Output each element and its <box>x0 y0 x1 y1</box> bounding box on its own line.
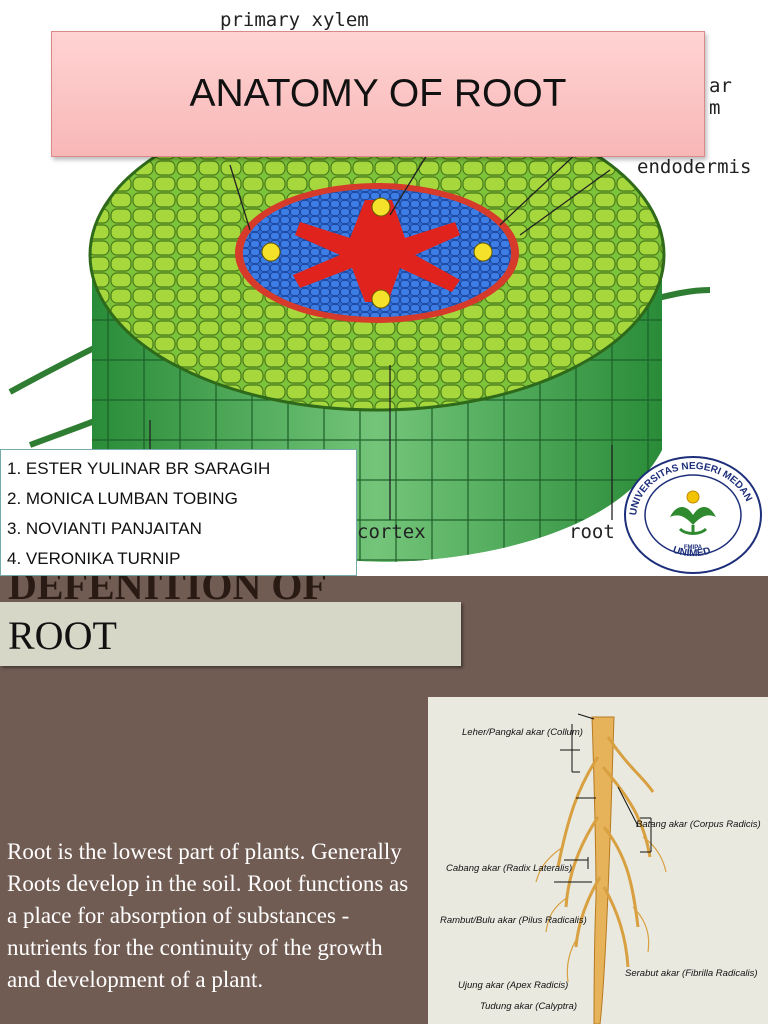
logo-inner-text: FMIPA <box>684 545 703 551</box>
definition-heading: ROOT <box>8 613 117 658</box>
title-box: ANATOMY OF ROOT <box>51 31 705 157</box>
root-label-fibrilla: Serabut akar (Fibrilla Radicalis) <box>625 968 758 979</box>
root-label-collum: Leher/Pangkal akar (Collum) <box>462 727 583 738</box>
author-item: 3. NOVIANTI PANJAITAN <box>7 519 202 538</box>
root-structure-image: Leher/Pangkal akar (Collum) Batang akar … <box>428 697 768 1024</box>
label-root: root <box>569 521 615 543</box>
author-item: 1. ESTER YULINAR BR SARAGIH <box>7 459 271 478</box>
label-endodermis: endodermis <box>637 156 752 178</box>
author-item: 2. MONICA LUMBAN TOBING <box>7 489 238 508</box>
root-label-calyptra: Tudung akar (Calyptra) <box>480 1001 577 1012</box>
root-cross-section-diagram <box>8 98 711 562</box>
root-label-apex: Ujung akar (Apex Radicis) <box>458 980 569 991</box>
root-label-corpus: Batang akar (Corpus Radicis) <box>636 819 761 830</box>
author-item: 4. VERONIKA TURNIP <box>7 549 181 568</box>
definition-paragraph: Root is the lowest part of plants. Gener… <box>7 839 409 992</box>
logo-bottom-text: UNIMED <box>671 545 712 560</box>
label-partial-right-1: ar <box>709 75 732 97</box>
label-cortex: cortex <box>357 521 426 543</box>
root-label-pilus: Rambut/Bulu akar (Pilus Radicalis) <box>440 915 587 926</box>
slide-definition-of-root: DEFENITION OF ROOT Root is the lowest pa… <box>0 576 768 1024</box>
svg-text:UNIMED: UNIMED <box>671 545 712 560</box>
label-primary-xylem: primary xylem <box>220 9 369 31</box>
root-drawing <box>535 713 667 1024</box>
author-list: 1. ESTER YULINAR BR SARAGIH 2. MONICA LU… <box>0 449 357 576</box>
definition-heading-box: ROOT <box>0 602 461 666</box>
slide-anatomy-of-root: primary xylem ar m endodermis cortex roo… <box>0 9 762 576</box>
label-partial-right-2: m <box>709 97 721 119</box>
unimed-logo: UNIVERSITAS NEGERI MEDAN UNIMED FMIPA <box>624 456 762 574</box>
definition-heading-partial: DEFENITION OF <box>8 576 327 608</box>
slide-title: ANATOMY OF ROOT <box>189 72 567 115</box>
root-label-lateralis: Cabang akar (Radix Lateralis) <box>446 863 573 874</box>
